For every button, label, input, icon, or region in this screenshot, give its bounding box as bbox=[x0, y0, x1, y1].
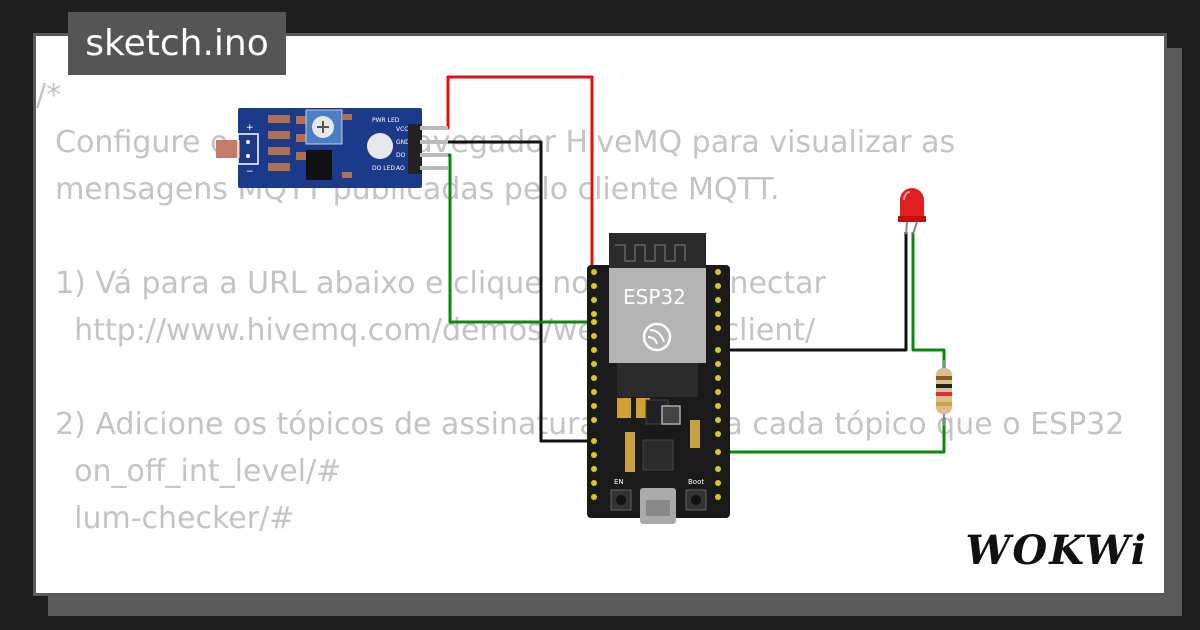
en-button[interactable] bbox=[616, 495, 626, 505]
wokwi-logo: WOKWi bbox=[965, 527, 1148, 574]
pin-header-left bbox=[591, 269, 597, 500]
code-line: /* bbox=[36, 78, 62, 113]
wire-black-led[interactable] bbox=[718, 232, 908, 352]
en-label: EN bbox=[614, 478, 624, 486]
boot-button[interactable] bbox=[691, 495, 701, 505]
wire-green-do[interactable] bbox=[420, 153, 594, 324]
red-led[interactable] bbox=[898, 188, 926, 235]
pin-label: VCC bbox=[396, 126, 408, 133]
code-line: 1) Vá para a URL abaixo e clique no botã… bbox=[36, 266, 826, 301]
code-preview: /* Configure o cliente do navegador Hive… bbox=[36, 72, 1124, 542]
code-line: lum-checker/# bbox=[36, 501, 295, 536]
wire-black-gnd[interactable] bbox=[420, 140, 594, 443]
wire-green-resistor-board[interactable] bbox=[718, 418, 946, 454]
pin-label: DO bbox=[396, 152, 406, 159]
resistor[interactable] bbox=[936, 360, 952, 426]
do-led-label: DO LED bbox=[372, 165, 395, 172]
espressif-logo-icon bbox=[642, 322, 672, 352]
pin-header-right bbox=[715, 269, 721, 500]
wire-green-led-resistor[interactable] bbox=[911, 232, 946, 370]
sensor-plus: + bbox=[246, 123, 254, 133]
esp32-board[interactable]: ESP32 EN Boot bbox=[587, 233, 730, 524]
code-line: on_off_int_level/# bbox=[36, 454, 342, 489]
boot-label: Boot bbox=[688, 478, 704, 486]
led-indicator bbox=[367, 133, 393, 159]
ldr-photoresistor-icon bbox=[216, 140, 240, 158]
pwr-led-label: PWR LED bbox=[372, 117, 400, 124]
filename-tab[interactable]: sketch.ino bbox=[68, 12, 286, 75]
esp32-module-shield bbox=[609, 268, 706, 363]
pin-label: GND bbox=[396, 139, 410, 146]
wire-red-vcc[interactable] bbox=[420, 75, 594, 272]
board-name: ESP32 bbox=[623, 285, 686, 309]
code-line: 2) Adicione os tópicos de assinatura, um… bbox=[36, 407, 1125, 442]
pin-label: AO bbox=[396, 165, 405, 172]
sensor-minus: − bbox=[246, 167, 254, 177]
ldr-sensor-module[interactable]: + − PWR LED DO LED VCC GND DO AO bbox=[216, 108, 448, 188]
